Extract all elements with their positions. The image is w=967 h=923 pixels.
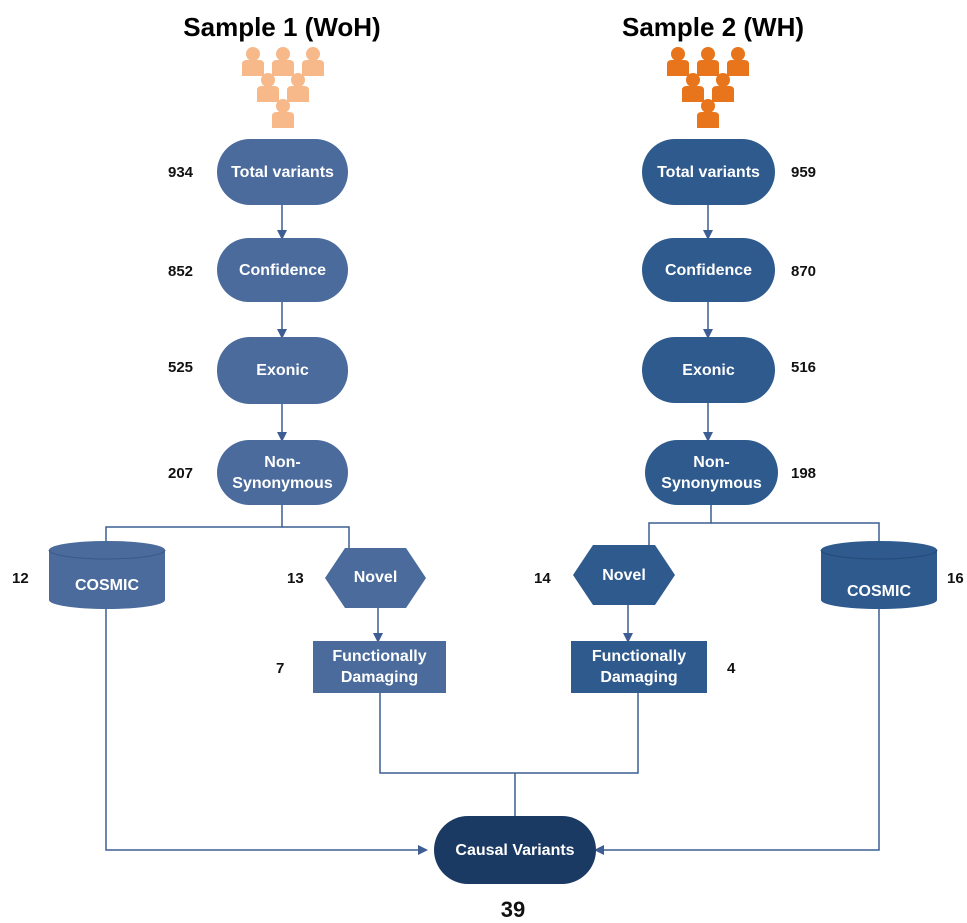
sample1-functionally-damaging-count: 7 [276, 660, 285, 677]
sample1-nonsynonymous-count: 207 [168, 465, 194, 482]
sample1-title: Sample 1 (WoH) [183, 12, 381, 42]
sample1-cosmic-count: 12 [12, 570, 29, 587]
sample2-nonsynonymous-count: 198 [791, 465, 817, 482]
sample1-exonic-node: Exonic [217, 337, 348, 404]
people-group-icon [667, 47, 749, 128]
sample1-total-variants-node: Total variants [217, 139, 348, 205]
sample1-total-variants-count: 934 [168, 164, 194, 181]
sample2-confidence-node: Confidence [642, 238, 775, 302]
sample2-total-variants-node: Total variants [642, 139, 775, 205]
sample2-nonsynonymous-node: Non-Synonymous [645, 440, 778, 505]
sample2-cosmic-count: 16 [947, 570, 964, 587]
sample2-exonic-node: Exonic [642, 337, 775, 403]
sample1-confidence-node: Confidence [217, 238, 348, 302]
sample1-cosmic-label: COSMIC [75, 576, 139, 594]
sample2-total-variants-count: 959 [791, 164, 817, 181]
sample1-novel-label: Novel [353, 568, 398, 586]
sample2-novel-label: Novel [602, 566, 646, 584]
sample2-novel-count: 14 [534, 570, 551, 587]
causal-variants-node: Causal Variants [434, 816, 596, 884]
sample1-nonsynonymous-node: Non-Synonymous [217, 440, 348, 505]
sample2-cosmic-database-shape [820, 541, 938, 609]
sample2-novel-hexagon [573, 545, 675, 605]
causal-variants-count: 39 [500, 897, 526, 922]
sample2-confidence-count: 870 [791, 263, 817, 280]
sample1-functionally-damaging-node: Functionally Damaging [313, 641, 446, 693]
sample1-novel-count: 13 [287, 570, 304, 587]
sample1-confidence-count: 852 [168, 263, 194, 280]
people-group-icon [242, 47, 324, 128]
sample2-title: Sample 2 (WH) [621, 12, 805, 42]
sample1-novel-hexagon [325, 548, 426, 608]
sample2-functionally-damaging-count: 4 [727, 660, 736, 677]
sample1-cosmic-database-shape [48, 541, 166, 609]
sample1-exonic-count: 525 [168, 359, 194, 376]
sample2-exonic-count: 516 [791, 359, 817, 376]
sample2-cosmic-label: COSMIC [847, 582, 911, 600]
sample2-functionally-damaging-node: Functionally Damaging [571, 641, 707, 693]
